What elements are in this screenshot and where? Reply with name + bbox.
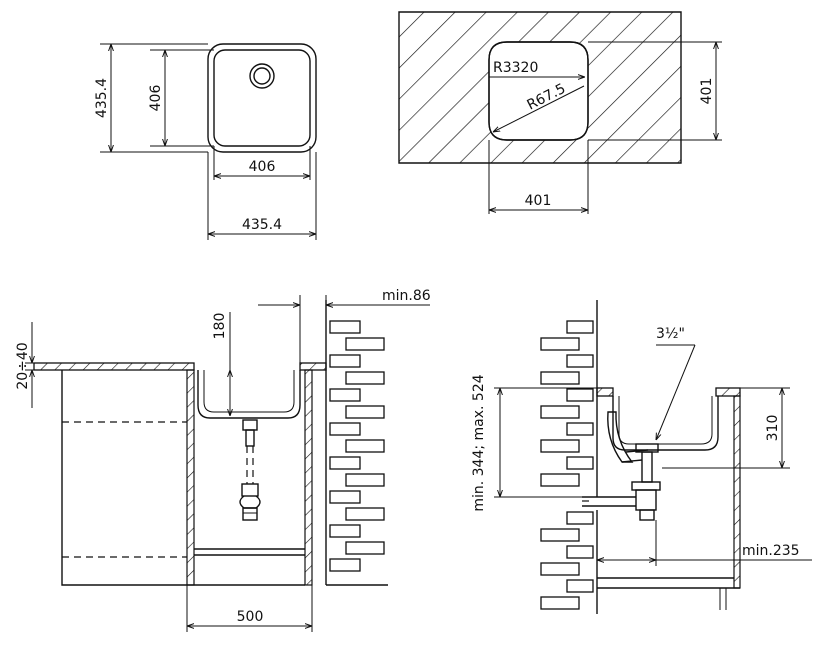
counter-slab-side-left [596,387,614,397]
radius-large-label: R3320 [493,60,538,76]
sink-bowl-section [197,370,301,419]
leader-drain-size [656,344,696,440]
brick-wall-left-view [325,300,388,586]
sink-outer-rim [207,43,317,153]
dim-cabinet-width-label: 500 [237,609,264,625]
cutout-opening [488,41,589,141]
cutout-height-label: 401 [699,78,715,105]
dim-drain-depth-label: min. 344; max. 524 [471,374,487,511]
drain-size-label: 3½" [656,326,685,342]
counter-slab-side-right [715,387,741,397]
sink-bowl-side-section [612,396,719,451]
counter-slab-right [299,362,327,371]
counter-slab-left [33,362,195,371]
leader-radius-small [493,85,585,132]
drain-inner-ring [253,67,271,85]
sink-plan-view: 435.4 406 406 435.4 [94,43,317,240]
dim-inner-width-label: 406 [249,159,276,175]
dim-counter-thickness-label: 20÷40 [15,342,31,389]
drain-outer-ring [249,63,275,89]
countertop-cutout-view: R3320 R67.5 401 401 [398,11,722,214]
dim-drain-offset-label: min.235 [742,543,800,559]
drain-assembly-side [582,443,661,521]
side-section-view: 3½" min. 344; max. 524 310 min.235 [471,300,812,614]
brick-wall-right-view [540,300,598,614]
dim-inner-height-label: 406 [148,85,164,112]
cabinet-left-wall [186,369,195,586]
overflow-pipe [607,411,634,463]
cutout-width-label: 401 [525,193,552,209]
radius-small-label: R67.5 [525,81,569,114]
front-section-view: min.86 180 20÷40 500 [15,288,431,632]
cabinet-right-wall [304,369,313,586]
sink-bowl [213,49,311,147]
dim-wall-min-label: min.86 [382,288,431,304]
drain-assembly [239,419,261,521]
dim-outer-width-label: 435.4 [242,217,282,233]
cabinet-back-wall [733,395,741,589]
dim-top-clearance-label: 180 [212,313,228,340]
dim-outer-height-label: 435.4 [94,78,110,118]
dim-bowl-depth-label: 310 [765,415,781,442]
